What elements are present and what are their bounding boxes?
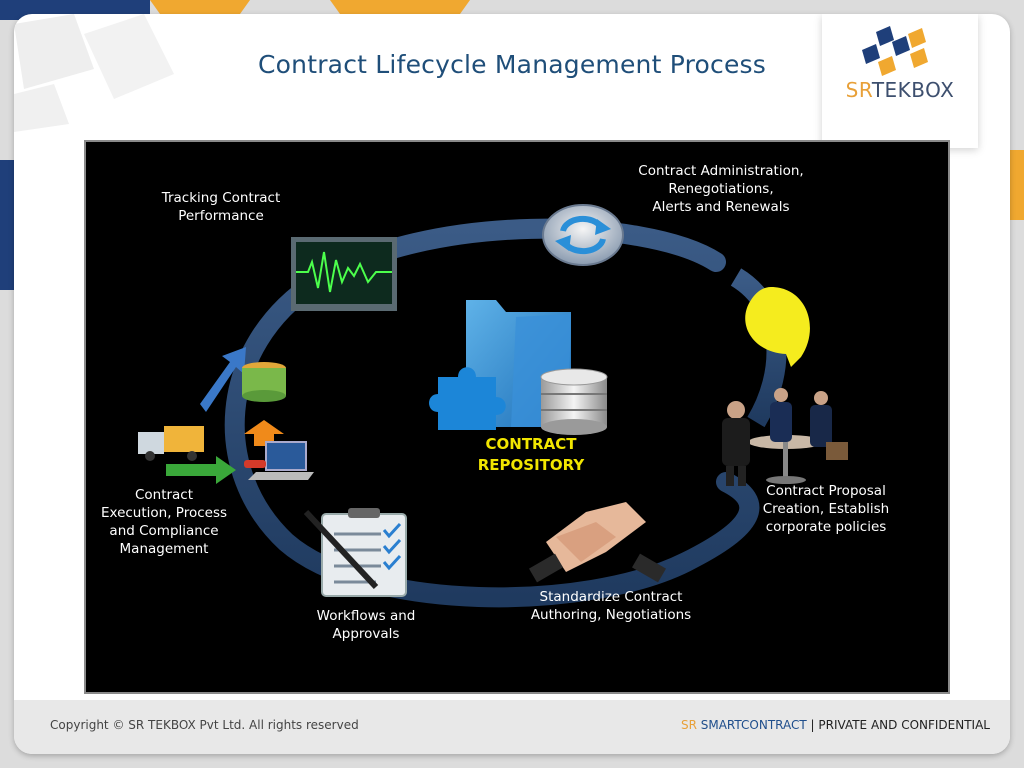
sync-icon — [542, 204, 624, 266]
monitor-chart-icon — [291, 237, 397, 311]
footer-sr: SR — [680, 718, 697, 732]
stage-workflows-label: Workflows and Approvals — [316, 608, 416, 642]
stage-authoring-label: Standardize Contract Authoring, Negotiat… — [530, 589, 692, 623]
logo-text: SRTEKBOX — [822, 78, 978, 102]
meeting-people-icon — [722, 388, 848, 486]
database-icon — [540, 368, 608, 435]
logo: SRTEKBOX — [822, 14, 978, 148]
repository-icons — [429, 300, 608, 435]
logo-sr: SR — [845, 78, 872, 102]
slide: Contract Lifecycle Management Process SR… — [14, 14, 1010, 754]
confidentiality-notice: SR SMARTCONTRACT | PRIVATE AND CONFIDENT… — [681, 718, 990, 732]
lifecycle-diagram: Contract Administration, Renegotiations,… — [84, 140, 950, 694]
stage-proposal-label: Contract Proposal Creation, Establish co… — [762, 483, 890, 535]
stage-execution-label: Contract Execution, Process and Complian… — [100, 487, 228, 557]
logo-tekbox: TEKBOX — [871, 78, 955, 102]
corner-tiles-decoration — [14, 14, 174, 132]
footer: Copyright © SR TEKBOX Pvt Ltd. All right… — [14, 700, 1010, 754]
puzzle-icon — [429, 367, 506, 430]
stage-administration-label: Contract Administration, Renegotiations,… — [638, 163, 804, 215]
footer-smartcontract: SMARTCONTRACT — [700, 718, 807, 732]
lightbulb-icon — [745, 287, 810, 367]
footer-separator: | — [806, 718, 819, 732]
handshake-icon — [529, 502, 666, 583]
delivery-icon — [138, 347, 314, 484]
checklist-icon — [303, 508, 407, 597]
footer-confidential: PRIVATE AND CONFIDENTIAL — [818, 718, 990, 732]
copyright-text: Copyright © SR TEKBOX Pvt Ltd. All right… — [50, 718, 359, 732]
contract-repository-label: CONTRACT REPOSITORY — [477, 435, 585, 474]
logo-mark-icon — [862, 26, 928, 76]
stage-tracking-label: Tracking Contract Performance — [161, 190, 281, 224]
lifecycle-diagram-art — [138, 204, 848, 608]
page-title: Contract Lifecycle Management Process — [258, 50, 766, 79]
